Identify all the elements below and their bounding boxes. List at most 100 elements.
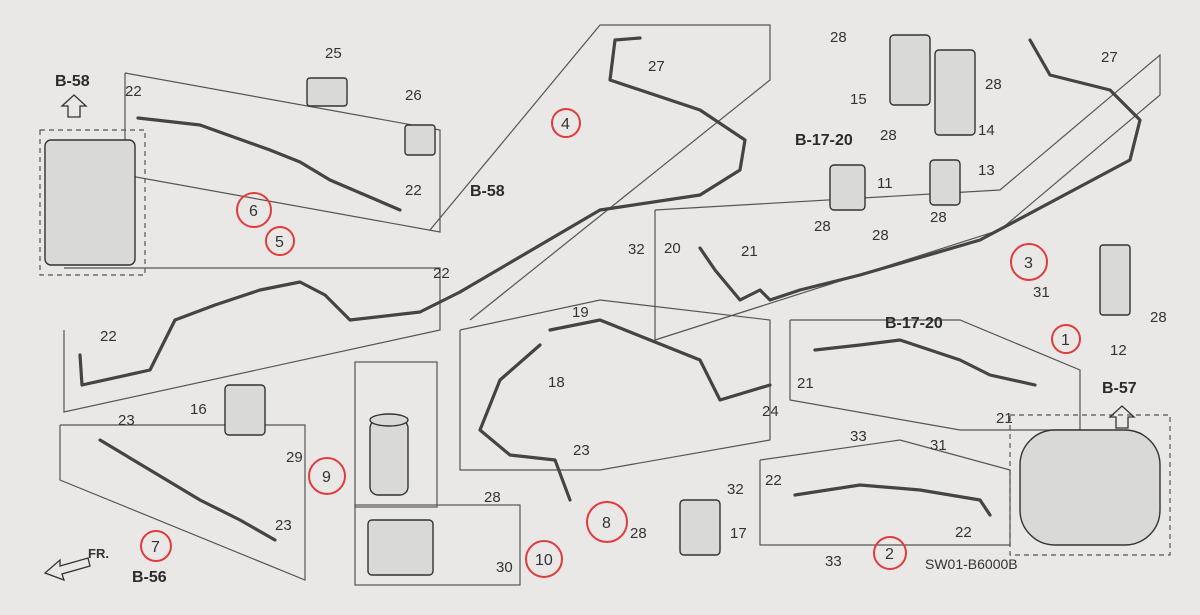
callout-1-circle [1051, 324, 1081, 354]
part-11: 11 [877, 175, 893, 192]
bracket-11 [829, 164, 866, 211]
part-17: 17 [730, 525, 747, 542]
part-19: 19 [572, 304, 589, 321]
part-28-h: 28 [484, 489, 501, 506]
part-25: 25 [325, 45, 342, 62]
pipe-4 [458, 36, 747, 294]
part-22-d: 22 [100, 328, 117, 345]
part-28-f: 28 [930, 209, 947, 226]
part-28-e: 28 [872, 227, 889, 244]
group-outline-9 [354, 361, 438, 508]
part-28-i: 28 [630, 525, 647, 542]
pipe-6 [136, 116, 402, 212]
callout-3: 3 [1024, 255, 1033, 272]
pipe-2 [793, 483, 992, 517]
ref-b58-top: B-58 [55, 73, 90, 90]
part-23-a: 23 [118, 412, 135, 429]
part-26: 26 [405, 87, 422, 104]
group-outline-2 [759, 439, 1011, 546]
callout-7-circle [140, 530, 172, 562]
bracket-13 [929, 159, 961, 206]
bracket-17 [679, 499, 721, 556]
group-outline-1 [789, 319, 1081, 431]
callout-9-circle [308, 457, 346, 495]
bracket-16 [224, 384, 266, 436]
part-15: 15 [850, 91, 867, 108]
pipe-5 [78, 280, 462, 387]
part-28-g: 28 [1150, 309, 1167, 326]
part-23-b: 23 [573, 442, 590, 459]
part-29: 29 [286, 449, 303, 466]
ref-b57: B-57 [1102, 380, 1137, 397]
part-16: 16 [190, 401, 207, 418]
group-outline-7 [59, 424, 306, 581]
part-12: 12 [1110, 342, 1127, 359]
front-arrow-icon [43, 557, 91, 582]
callout-9: 9 [322, 469, 331, 486]
part-24: 24 [762, 403, 779, 420]
front-label: FR. [88, 546, 109, 561]
group-outline-4 [429, 24, 771, 321]
ref-b58-mid: B-58 [470, 183, 505, 200]
group-outline-3 [654, 53, 1161, 341]
pipe-8 [478, 318, 772, 502]
part-22-a: 22 [125, 83, 142, 100]
part-14: 14 [978, 122, 995, 139]
group-outline-10 [354, 504, 521, 586]
callout-4-circle [551, 108, 581, 138]
callout-6-circle [236, 192, 272, 228]
pipe-3 [698, 38, 1142, 302]
bracket-15 [889, 34, 931, 106]
part-28-a: 28 [830, 29, 847, 46]
callout-5-circle [265, 226, 295, 256]
callout-5: 5 [275, 234, 284, 251]
up-arrow-icon-b57 [1108, 405, 1136, 429]
group-outline-8 [459, 299, 771, 471]
callout-10-circle [525, 540, 563, 578]
part-31-b: 31 [930, 437, 947, 454]
part-28-d: 28 [814, 218, 831, 235]
compressor [1019, 429, 1161, 546]
callout-8-circle [586, 501, 628, 543]
receiver-drier-top [369, 413, 409, 427]
ref-b56: B-56 [132, 569, 167, 586]
part-21-c: 21 [996, 410, 1013, 427]
part-28-b: 28 [985, 76, 1002, 93]
callout-6: 6 [249, 203, 258, 220]
bracket-12 [1099, 244, 1131, 316]
part-22-f: 22 [955, 524, 972, 541]
clamp-25 [306, 77, 348, 107]
part-13: 13 [978, 162, 995, 179]
part-33-b: 33 [825, 553, 842, 570]
callout-4: 4 [561, 116, 570, 133]
ref-b1720-lower: B-17-20 [885, 315, 943, 332]
callout-7: 7 [151, 539, 160, 556]
up-arrow-icon [60, 94, 88, 118]
bracket-10 [367, 519, 434, 576]
part-30: 30 [496, 559, 513, 576]
group-outline-5 [63, 267, 441, 413]
clamp-26 [404, 124, 436, 156]
pipe-7 [98, 438, 277, 542]
callout-2: 2 [885, 546, 894, 563]
callout-2-circle [873, 536, 907, 570]
part-28-c: 28 [880, 127, 897, 144]
part-27-a: 27 [648, 58, 665, 75]
ref-b1720-upper: B-17-20 [795, 132, 853, 149]
bracket-14 [934, 49, 976, 136]
part-22-c: 22 [433, 265, 450, 282]
callout-8: 8 [602, 515, 611, 532]
part-21-b: 21 [797, 375, 814, 392]
drawing-code: SW01-B6000B [925, 556, 1018, 572]
part-22-b: 22 [405, 182, 422, 199]
pipe-1 [813, 338, 1037, 387]
part-21-a: 21 [741, 243, 758, 260]
callout-3-circle [1010, 243, 1048, 281]
condenser-outline [39, 129, 146, 276]
condenser-part [44, 139, 136, 266]
callout-10: 10 [535, 552, 553, 569]
compressor-outline [1009, 414, 1171, 556]
part-22-e: 22 [765, 472, 782, 489]
